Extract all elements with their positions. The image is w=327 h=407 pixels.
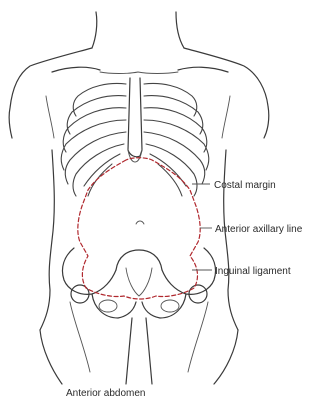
sternum <box>128 78 142 162</box>
rib-cage <box>61 84 209 197</box>
label-costal-margin: Costal margin <box>214 180 276 191</box>
torso-outline <box>9 12 269 384</box>
figure-caption: Anterior abdomen <box>66 388 146 399</box>
umbilicus <box>136 221 144 224</box>
label-anterior-axillary-line: Anterior axillary line <box>215 224 303 235</box>
abdomen-boundary-dashed <box>78 158 200 299</box>
pelvis <box>62 248 215 372</box>
clavicles <box>52 67 228 73</box>
label-inguinal-ligament: Inguinal ligament <box>215 266 291 277</box>
